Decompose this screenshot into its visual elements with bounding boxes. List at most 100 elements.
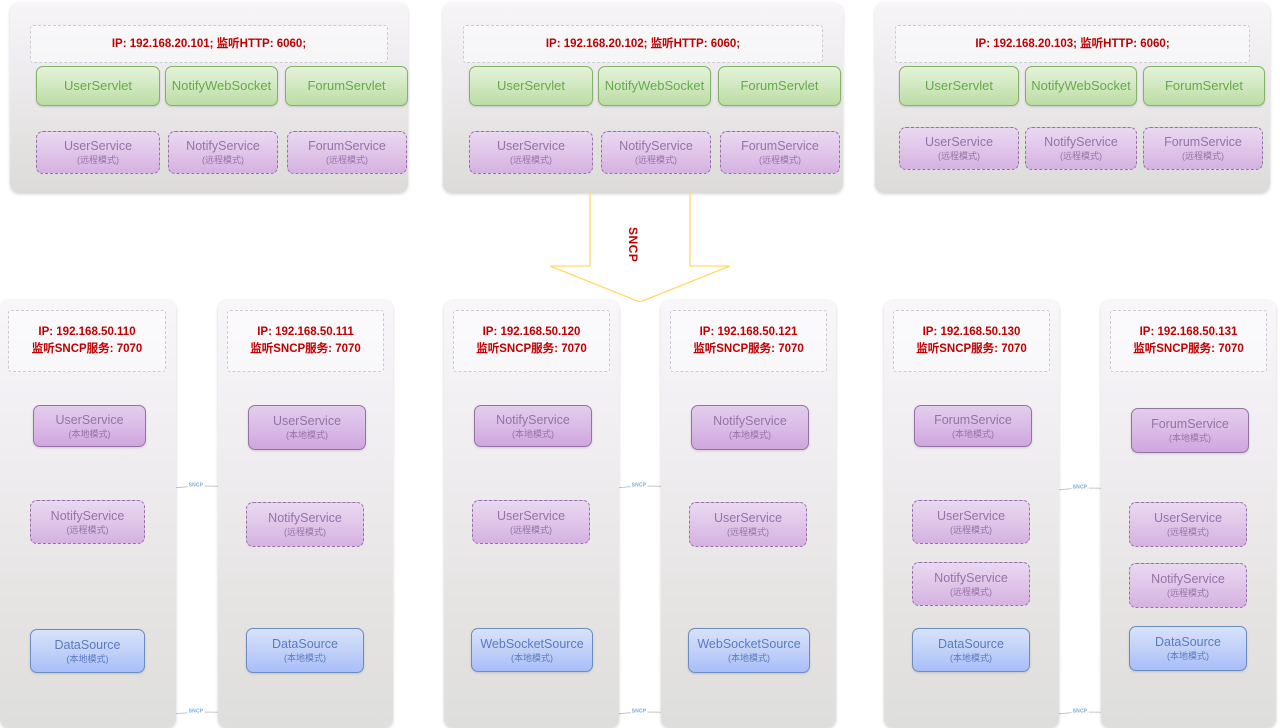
servlet-box[interactable]: UserServlet <box>899 66 1019 106</box>
ip-header: IP: 192.168.20.103; 监听HTTP: 6060; <box>895 25 1250 63</box>
service-box[interactable]: UserService (远程模式) <box>469 131 593 174</box>
node-title: ForumServlet <box>307 77 386 93</box>
service-box[interactable]: NotifyService (远程模式) <box>246 502 364 547</box>
servlet-box[interactable]: NotifyWebSocket <box>598 66 711 106</box>
service-box[interactable]: ForumService (远程模式) <box>1143 127 1263 170</box>
node-title: UserServlet <box>497 77 565 93</box>
ip-line: IP: 192.168.20.102; 监听HTTP: 6060; <box>545 37 741 50</box>
ip-line: IP: 192.168.50.110 <box>38 326 136 339</box>
node-title: ForumService <box>1164 135 1242 150</box>
ip-port-line: 监听SNCP服务: 7070 <box>250 343 361 355</box>
service-server-panel[interactable]: IP: 192.168.50.130 监听SNCP服务: 7070 ForumS… <box>884 300 1059 728</box>
node-title: UserService <box>55 412 124 427</box>
node-mode: (本地模式) <box>66 653 109 664</box>
node-mode: (远程模式) <box>938 151 980 162</box>
ip-header: IP: 192.168.20.102; 监听HTTP: 6060; <box>463 25 823 63</box>
service-server-panel[interactable]: IP: 192.168.50.110 监听SNCP服务: 7070 UserSe… <box>0 300 176 728</box>
service-box[interactable]: UserService (远程模式) <box>912 500 1030 544</box>
node-title: NotifyService <box>50 508 125 523</box>
source-box[interactable]: DataSource (本地模式) <box>30 629 145 673</box>
node-title: NotifyWebSocket <box>1031 77 1131 93</box>
node-mode: (远程模式) <box>326 155 368 166</box>
node-mode: (本地模式) <box>1167 651 1209 662</box>
service-box[interactable]: UserService (远程模式) <box>472 500 590 544</box>
service-box[interactable]: UserService (本地模式) <box>33 405 146 447</box>
ip-port-line: 监听SNCP服务: 7070 <box>693 343 804 355</box>
link-label-sncp: SNCP <box>1071 708 1089 716</box>
service-box[interactable]: ForumService (远程模式) <box>287 131 407 174</box>
ip-header: IP: 192.168.50.110 监听SNCP服务: 7070 <box>8 310 166 372</box>
service-box[interactable]: ForumService (本地模式) <box>914 405 1032 447</box>
ip-header: IP: 192.168.50.130 监听SNCP服务: 7070 <box>893 310 1050 372</box>
link-label-sncp: SNCP <box>187 482 205 490</box>
node-title: NotifyService <box>619 139 693 154</box>
node-mode: (远程模式) <box>950 586 992 597</box>
node-title: DataSource <box>54 637 121 652</box>
node-mode: (远程模式) <box>66 524 109 535</box>
servlet-box[interactable]: ForumServlet <box>285 66 408 106</box>
source-box[interactable]: DataSource (本地模式) <box>246 628 364 673</box>
service-box[interactable]: NotifyService (远程模式) <box>30 500 145 544</box>
node-title: DataSource <box>271 637 338 652</box>
node-title: ForumService <box>1151 417 1229 432</box>
service-box[interactable]: NotifyService (远程模式) <box>168 131 278 174</box>
service-server-panel[interactable]: IP: 192.168.50.131 监听SNCP服务: 7070 ForumS… <box>1101 300 1276 728</box>
node-mode: (本地模式) <box>952 428 994 439</box>
node-title: NotifyService <box>713 414 787 429</box>
service-box[interactable]: UserService (远程模式) <box>899 127 1019 170</box>
service-box[interactable]: ForumService (远程模式) <box>720 131 840 174</box>
servlet-box[interactable]: UserServlet <box>469 66 593 106</box>
ip-header: IP: 192.168.20.101; 监听HTTP: 6060; <box>30 25 388 63</box>
node-mode: (远程模式) <box>635 155 677 166</box>
ip-line: IP: 192.168.50.131 <box>1139 326 1238 339</box>
service-box[interactable]: ForumService (本地模式) <box>1131 408 1249 453</box>
service-server-panel[interactable]: IP: 192.168.50.120 监听SNCP服务: 7070 Notify… <box>444 300 619 728</box>
node-title: UserService <box>936 508 1006 523</box>
node-title: UserService <box>713 511 783 526</box>
servlet-box[interactable]: ForumServlet <box>718 66 841 106</box>
ip-port-line: 监听SNCP服务: 7070 <box>916 343 1027 355</box>
ip-line: IP: 192.168.20.101; 监听HTTP: 6060; <box>111 37 307 50</box>
service-box[interactable]: NotifyService (远程模式) <box>601 131 711 174</box>
service-server-panel[interactable]: IP: 192.168.50.121 监听SNCP服务: 7070 Notify… <box>661 300 836 728</box>
service-box[interactable]: UserService (远程模式) <box>36 131 160 174</box>
service-box[interactable]: NotifyService (远程模式) <box>912 562 1030 606</box>
service-box[interactable]: NotifyService (本地模式) <box>691 405 809 450</box>
ip-port-line: 监听SNCP服务: 7070 <box>1133 343 1244 355</box>
source-box[interactable]: WebSocketSource (本地模式) <box>471 628 593 672</box>
node-title: ForumService <box>741 139 819 154</box>
web-server-panel[interactable]: IP: 192.168.20.102; 监听HTTP: 6060; UserSe… <box>443 3 843 193</box>
service-box[interactable]: NotifyService (远程模式) <box>1129 563 1247 608</box>
web-server-panel[interactable]: IP: 192.168.20.101; 监听HTTP: 6060; UserSe… <box>10 3 408 193</box>
service-server-panel[interactable]: IP: 192.168.50.111 监听SNCP服务: 7070 UserSe… <box>218 300 393 728</box>
service-box[interactable]: UserService (远程模式) <box>689 502 807 547</box>
node-title: ForumService <box>934 412 1012 427</box>
node-mode: (本地模式) <box>729 430 771 441</box>
servlet-box[interactable]: ForumServlet <box>1143 66 1265 106</box>
source-box[interactable]: DataSource (本地模式) <box>1129 626 1247 671</box>
node-title: ForumService <box>308 139 386 154</box>
node-mode: (远程模式) <box>759 155 801 166</box>
service-box[interactable]: NotifyService (本地模式) <box>474 405 592 447</box>
servlet-box[interactable]: NotifyWebSocket <box>165 66 278 106</box>
service-box[interactable]: UserService (本地模式) <box>248 405 366 450</box>
ip-header: IP: 192.168.50.120 监听SNCP服务: 7070 <box>453 310 610 372</box>
node-mode: (本地模式) <box>68 428 111 439</box>
service-box[interactable]: UserService (远程模式) <box>1129 502 1247 547</box>
ip-port-line: 监听SNCP服务: 7070 <box>476 343 587 355</box>
servlet-box[interactable]: UserServlet <box>36 66 160 106</box>
ip-line: IP: 192.168.50.130 <box>922 326 1021 339</box>
node-title: UserServlet <box>925 77 993 93</box>
node-title: UserService <box>496 139 566 154</box>
source-box[interactable]: DataSource (本地模式) <box>912 628 1030 672</box>
source-box[interactable]: WebSocketSource (本地模式) <box>688 628 810 673</box>
node-mode: (远程模式) <box>284 527 326 538</box>
ip-line: IP: 192.168.50.120 <box>482 326 581 339</box>
node-mode: (远程模式) <box>1167 527 1209 538</box>
node-title: NotifyService <box>1044 135 1118 150</box>
servlet-box[interactable]: NotifyWebSocket <box>1025 66 1137 106</box>
web-server-panel[interactable]: IP: 192.168.20.103; 监听HTTP: 6060; UserSe… <box>875 3 1270 193</box>
service-box[interactable]: NotifyService (远程模式) <box>1025 127 1137 170</box>
ip-port-line: 监听SNCP服务: 7070 <box>31 343 143 355</box>
